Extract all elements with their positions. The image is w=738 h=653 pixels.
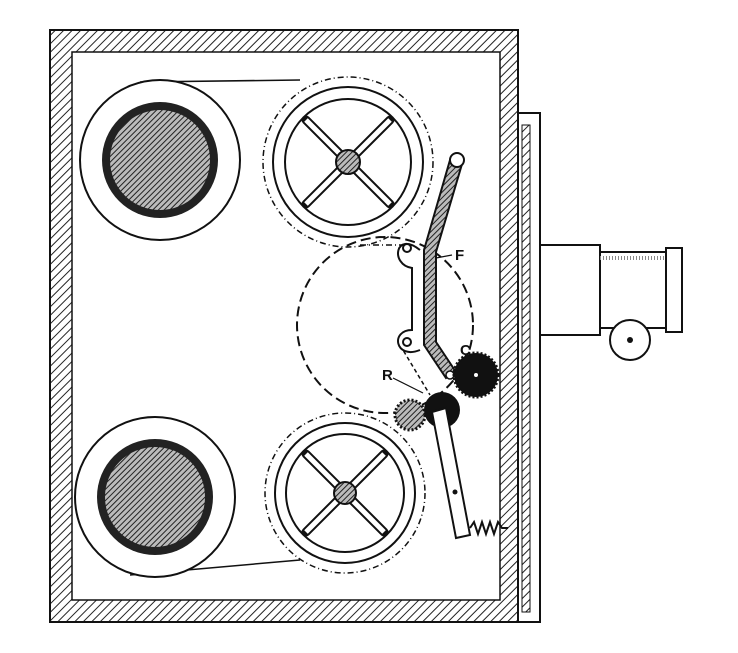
upper-sprocket-wheel (262, 76, 434, 248)
intermittent-drum-outline (296, 236, 474, 414)
lower-sprocket-wheel (264, 412, 426, 574)
lower-lever (430, 406, 472, 540)
spring (469, 518, 508, 538)
label-f: F (455, 247, 464, 264)
lower-reel (74, 416, 236, 578)
upper-reel (79, 79, 241, 241)
cam-c (452, 351, 500, 399)
focus-knob (609, 319, 651, 361)
front-plate (517, 112, 541, 623)
label-r: R (382, 367, 393, 384)
label-c: C (460, 342, 471, 359)
lens-barrel (539, 244, 683, 336)
gear-r (393, 398, 427, 432)
film-gate (397, 242, 421, 353)
